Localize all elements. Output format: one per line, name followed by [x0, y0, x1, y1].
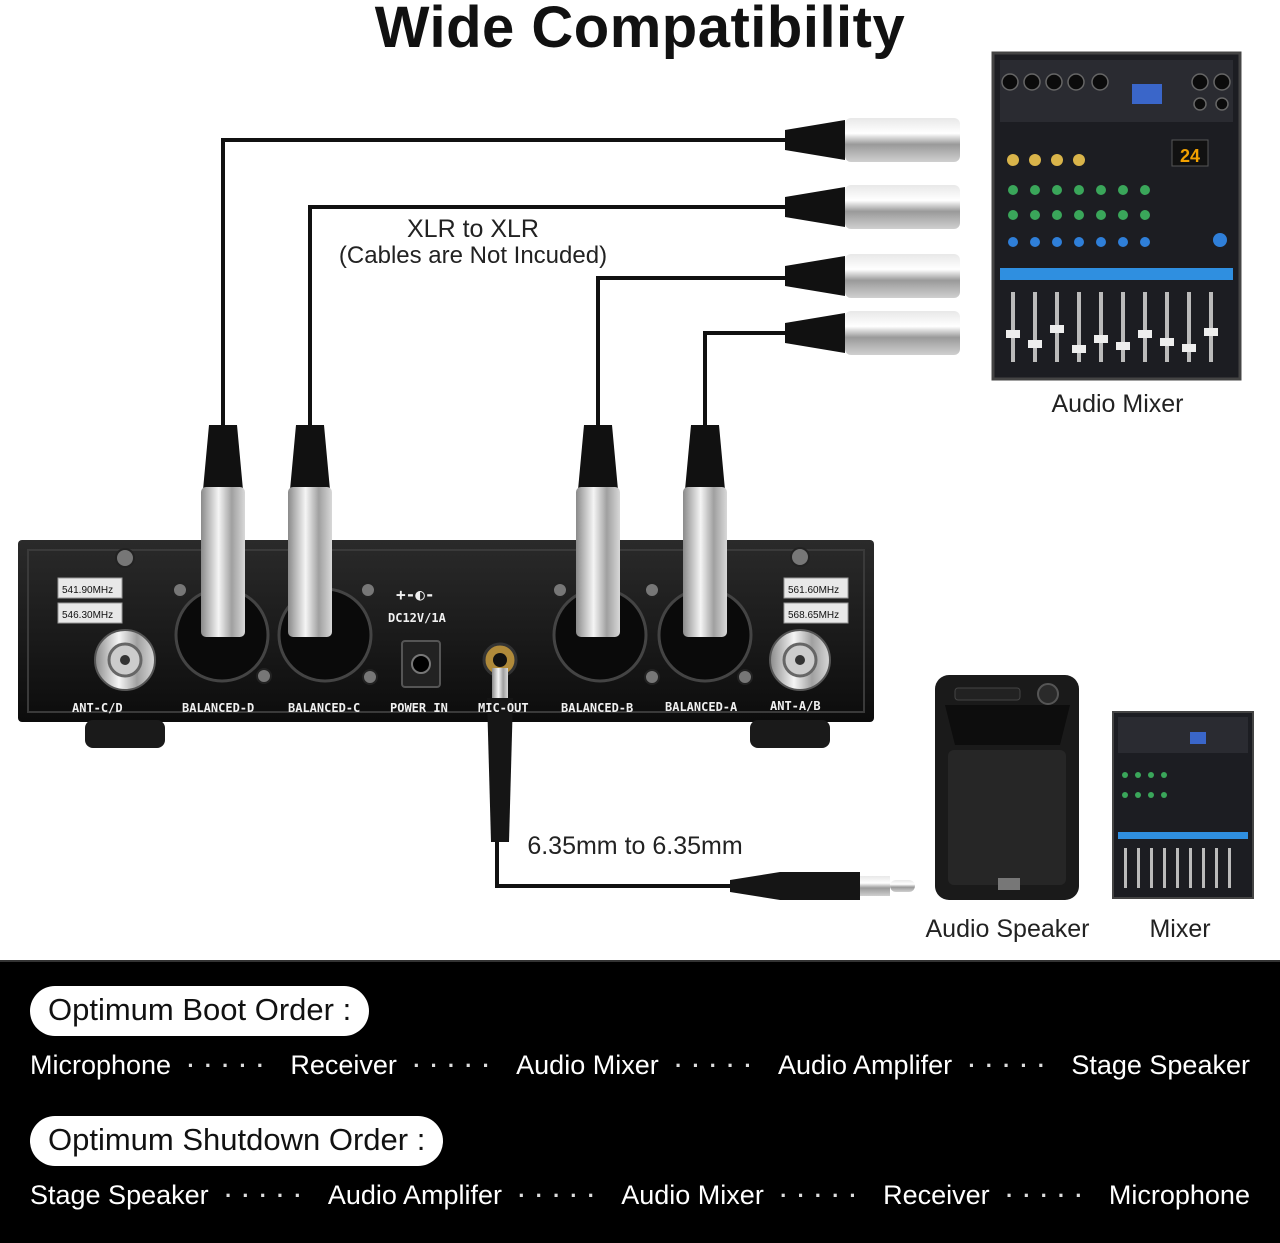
shutdown-separator: ·····	[224, 1182, 312, 1208]
port-label-mic-out: MIC-OUT	[478, 701, 529, 715]
shutdown-order-sequence: Stage Speaker ····· Audio Amplifer ·····…	[30, 1180, 1250, 1211]
boot-step-3: Audio Mixer	[516, 1050, 659, 1080]
port-label-balanced-b: BALANCED-B	[561, 701, 633, 715]
boot-separator: ·····	[187, 1052, 275, 1078]
freq-label-left-2: 546.30MHz	[62, 610, 113, 621]
jack-cable-label: 6.35mm to 6.35mm	[527, 832, 743, 860]
shutdown-step-4: Receiver	[883, 1180, 990, 1210]
boot-step-1: Microphone	[30, 1050, 172, 1080]
shutdown-step-1: Stage Speaker	[30, 1180, 209, 1210]
jack-plug-horizontal	[730, 872, 915, 900]
audio-speaker	[935, 675, 1079, 900]
shutdown-order-heading: Optimum Shutdown Order :	[30, 1116, 444, 1166]
xlr-cable-label: XLR to XLR	[406, 215, 539, 243]
small-mixer	[1112, 711, 1254, 899]
freq-label-left-1: 541.90MHz	[62, 585, 113, 596]
wiring-illustration: 24	[18, 51, 1254, 900]
xlr-plugs-vertical	[201, 425, 727, 637]
mixer-label: Mixer	[1149, 915, 1211, 943]
port-label-ant-ab: ANT-A/B	[770, 699, 821, 713]
jack-plug-vertical	[487, 668, 513, 842]
compatibility-diagram: Wide Compatibility	[18, 0, 1254, 943]
page-title: Wide Compatibility	[374, 0, 906, 60]
boot-step-2: Receiver	[290, 1050, 397, 1080]
port-label-balanced-d: BALANCED-D	[182, 701, 254, 715]
audio-mixer-label: Audio Mixer	[1051, 390, 1184, 418]
shutdown-step-5: Microphone	[1108, 1180, 1250, 1210]
receiver-unit	[18, 540, 874, 748]
xlr-cable-note: (Cables are Not Incuded)	[338, 242, 608, 269]
audio-speaker-label: Audio Speaker	[925, 915, 1090, 943]
xlr-plugs-horizontal	[785, 118, 960, 355]
shutdown-separator: ·····	[780, 1182, 867, 1208]
boot-order-heading: Optimum Boot Order :	[30, 986, 370, 1036]
boot-separator: ·····	[968, 1052, 1056, 1078]
audio-mixer-top: 24	[991, 51, 1242, 381]
mixer-channel-display: 24	[1180, 146, 1200, 166]
boot-order-sequence: Microphone ····· Receiver ····· Audio Mi…	[30, 1050, 1250, 1081]
port-label-balanced-c: BALANCED-C	[288, 701, 360, 715]
power-rating: DC12V/1A	[388, 611, 447, 625]
port-label-balanced-a: BALANCED-A	[665, 700, 738, 714]
power-order-panel: Optimum Boot Order : Microphone ····· Re…	[0, 960, 1280, 1243]
port-label-ant-cd: ANT-C/D	[72, 701, 123, 715]
polarity-symbol: +-◐-	[396, 585, 435, 604]
boot-separator: ·····	[675, 1052, 762, 1078]
boot-step-5: Stage Speaker	[1071, 1050, 1250, 1080]
freq-label-right-2: 568.65MHz	[788, 610, 839, 621]
shutdown-step-3: Audio Mixer	[621, 1180, 764, 1210]
shutdown-step-2: Audio Amplifer	[327, 1180, 502, 1210]
freq-label-right-1: 561.60MHz	[788, 585, 839, 596]
xlr-cables	[221, 138, 790, 888]
boot-step-4: Audio Amplifer	[777, 1050, 953, 1080]
shutdown-separator: ·····	[1005, 1182, 1093, 1208]
shutdown-separator: ·····	[518, 1182, 605, 1208]
port-label-power-in: POWER IN	[390, 701, 448, 715]
boot-separator: ·····	[413, 1052, 500, 1078]
